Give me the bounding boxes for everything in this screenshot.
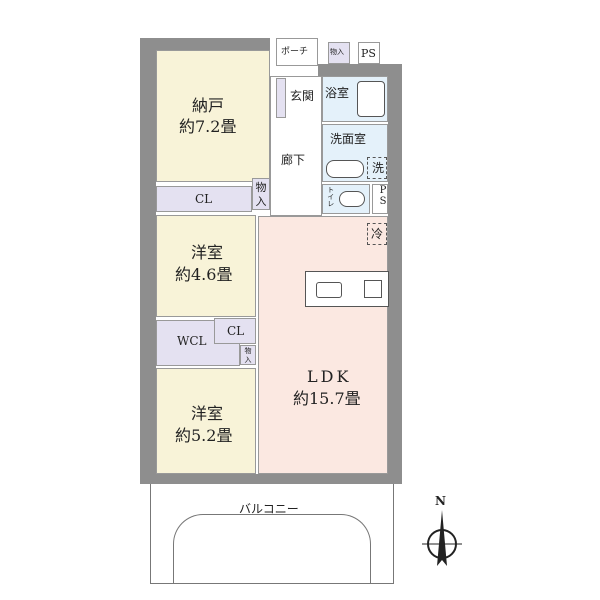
stove-icon [364, 280, 382, 298]
porch-storage[interactable]: 物入 [328, 42, 350, 64]
ldk-name: LDK [307, 367, 352, 386]
closet-1-label: CL [195, 192, 213, 206]
washer-label: 洗 [372, 161, 385, 175]
washer-space: 洗 [367, 157, 387, 179]
storage-2[interactable]: 物入 [240, 345, 256, 365]
shoe-cabinet [276, 78, 286, 118]
balcony-label: バルコニー [239, 502, 299, 516]
balcony: バルコニー [150, 484, 394, 584]
storage-1[interactable]: 物入 [252, 178, 270, 210]
corridor-label: 廊下 [281, 153, 306, 167]
ps-toilet: PS [372, 184, 389, 214]
western-2-size: 約5.2畳 [175, 426, 233, 445]
nando-name: 納戸 [192, 96, 225, 115]
compass-icon [422, 510, 462, 566]
room-ldk: LDK 約15.7畳 冷 [258, 216, 389, 474]
ps-top: PS [358, 42, 380, 64]
bathroom: 浴室 [322, 76, 388, 122]
toilet-room: トイレ [322, 184, 370, 214]
nando-size: 約7.2畳 [179, 117, 237, 136]
storage-2-label: 物入 [244, 347, 252, 364]
wcl-label: WCL [177, 334, 207, 348]
western-1-name: 洋室 [191, 243, 224, 262]
outer-wall-bottom [140, 474, 402, 484]
refrigerator-label: 冷 [371, 227, 384, 241]
ps-toilet-label: PS [377, 185, 389, 207]
outer-wall-top-right [318, 64, 402, 76]
closet-1[interactable]: CL [156, 186, 252, 212]
entrance-label: 玄関 [290, 89, 315, 103]
room-western-1: 洋室 約4.6畳 [156, 215, 256, 317]
kitchen-counter [305, 271, 389, 307]
washroom-label: 洗面室 [330, 132, 367, 146]
western-1-size: 約4.6畳 [175, 265, 233, 284]
compass-north-label: N [435, 494, 446, 508]
toilet-fixture [339, 191, 365, 207]
wash-basin [326, 160, 364, 178]
outer-wall-left [140, 38, 156, 478]
sink-icon [316, 282, 342, 298]
ldk-size: 約15.7畳 [293, 389, 361, 408]
balcony-inner-rail [173, 514, 371, 584]
porch-label: ポーチ [281, 47, 309, 57]
compass: N [420, 494, 464, 570]
porch: ポーチ [276, 38, 318, 66]
washroom: 洗面室 洗 [322, 124, 388, 182]
storage-1-label: 物入 [255, 181, 267, 208]
outer-wall-top-left [140, 38, 270, 50]
bathroom-label: 浴室 [325, 86, 350, 100]
porch-storage-label: 物入 [330, 48, 344, 56]
closet-2-label: CL [227, 324, 245, 338]
refrigerator-space: 冷 [367, 223, 387, 245]
outer-wall-right [388, 64, 402, 478]
bathtub [357, 81, 385, 117]
closet-2[interactable]: CL [214, 318, 256, 344]
room-western-2: 洋室 約5.2畳 [156, 368, 256, 474]
western-2-name: 洋室 [191, 404, 224, 423]
toilet-label: トイレ [326, 186, 335, 207]
room-nando: 納戸 約7.2畳 [156, 50, 270, 182]
ps-top-label: PS [361, 47, 376, 60]
